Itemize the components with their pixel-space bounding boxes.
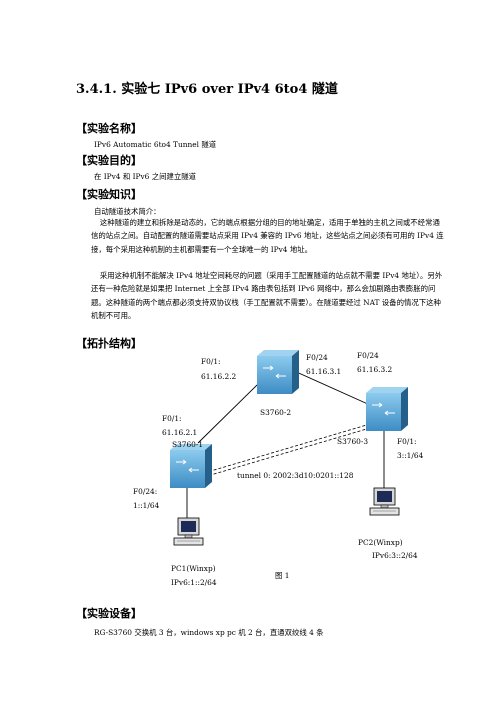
s1-name-label: S3760-1 xyxy=(172,440,204,449)
s3-name-label: S3760-3 xyxy=(337,437,369,446)
s2-name-label: S3760-2 xyxy=(260,408,292,417)
s1-down-ip-label: 1::1/64 xyxy=(133,501,160,510)
switch-icon-s3 xyxy=(366,387,408,431)
page-title: 3.4.1. 实验七 IPv6 over IPv4 6to4 隧道 xyxy=(76,82,338,97)
section-title-name: 【实验名称】 xyxy=(76,122,142,135)
figure-caption: 图 1 xyxy=(275,571,290,580)
s3-down-ip-label: 3::1/64 xyxy=(397,451,424,460)
tunnel-line-2 xyxy=(203,427,371,478)
s2-ip-label: 61.16.2.2 xyxy=(201,372,237,381)
s1-ip-label: 61.16.2.1 xyxy=(162,428,198,437)
section-title-goal: 【实验目的】 xyxy=(76,154,142,167)
knowledge-paragraph-1: 这种隧道的建立和拆除是动态的，它的端点根据分组的目的地址确定，适用于单独的主机之… xyxy=(91,218,444,254)
link-s1-s2 xyxy=(197,384,258,444)
experiment-goal-text: 在 IPv4 和 IPv6 之间建立隧道 xyxy=(94,172,197,181)
knowledge-paragraph-2: 采用这种机制不能解决 IPv4 地址空间耗尽的问题（采用手工配置隧道的站点就不需… xyxy=(91,271,443,320)
computer-icon-pc2 xyxy=(369,487,400,516)
s2-right-ip-label: 61.16.3.1 xyxy=(306,367,342,376)
s3-port-label: F0/24 xyxy=(357,351,379,360)
s2-port-label: F0/1: xyxy=(201,357,221,366)
pc2-name-label: PC2(Winxp) xyxy=(358,538,403,547)
link-s2-s3 xyxy=(291,369,371,406)
equipment-text: RG-S3760 交换机 3 台，windows xp pc 机 2 台，直通双… xyxy=(94,628,324,637)
switch-icon-s1 xyxy=(170,444,212,488)
s3-down-port-label: F0/1: xyxy=(397,437,417,446)
switch-icon-s2 xyxy=(257,350,299,394)
experiment-name-text: IPv6 Automatic 6to4 Tunnel 隧道 xyxy=(94,140,217,149)
computer-icon-pc1 xyxy=(173,517,204,546)
s3-ip-label: 61.16.3.2 xyxy=(357,365,393,374)
tunnel-label: tunnel 0: 2002:3d10:0201::128 xyxy=(237,471,354,480)
tunnel-line-1 xyxy=(203,423,371,474)
section-title-equipment: 【实验设备】 xyxy=(76,607,142,620)
s1-down-port-label: F0/24: xyxy=(133,487,158,496)
knowledge-intro: 自动隧道技术简介： xyxy=(94,207,161,216)
section-title-topology: 【拓扑结构】 xyxy=(76,337,142,350)
pc1-ip-label: IPv6:1::2/64 xyxy=(171,578,217,587)
pc1-name-label: PC1(Winxp) xyxy=(171,564,216,573)
pc2-ip-label: IPv6:3::2/64 xyxy=(372,551,418,560)
s2-right-port-label: F0/24 xyxy=(306,353,328,362)
section-title-knowledge: 【实验知识】 xyxy=(76,188,142,201)
s1-port-label: F0/1: xyxy=(162,414,182,423)
